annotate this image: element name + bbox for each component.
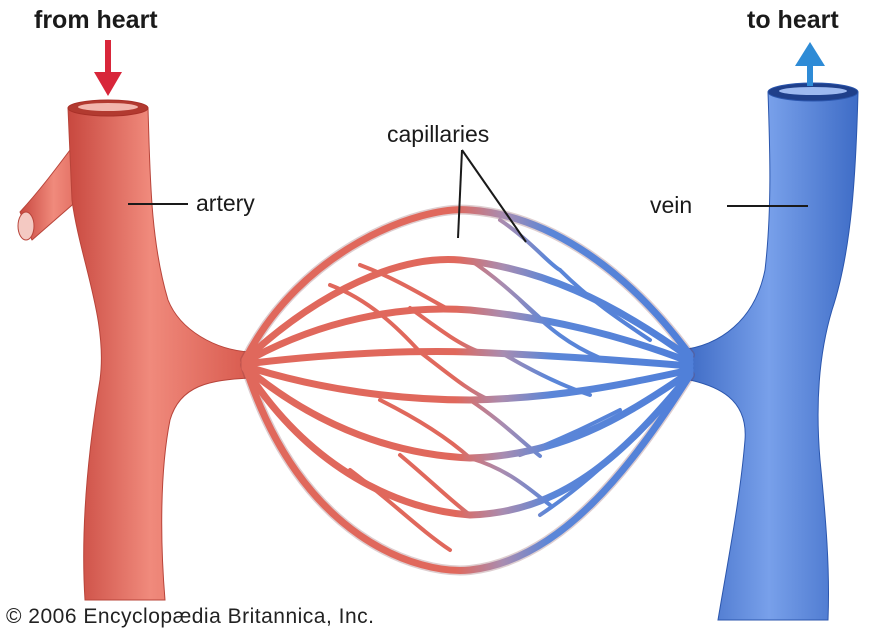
from-heart-label: from heart: [34, 8, 158, 33]
artery-trunk: [68, 108, 250, 600]
arrow-to-heart: [795, 42, 825, 86]
arrow-down-icon: [94, 72, 122, 96]
capillaries-leader-left: [458, 150, 462, 238]
to-heart-label: to heart: [747, 8, 839, 33]
arrow-up-icon: [795, 42, 825, 66]
capillaries-label: capillaries: [387, 123, 489, 146]
vein-vessel: [680, 83, 858, 620]
capillary-bottom: [245, 365, 690, 570]
artery-branch-opening: [18, 212, 34, 240]
capillary-4: [245, 366, 690, 400]
artery-vessel: [18, 100, 250, 600]
copyright-notice: © 2006 Encyclopædia Britannica, Inc.: [6, 606, 375, 627]
artery-label: artery: [196, 192, 255, 215]
capillaries-leader-right: [462, 150, 526, 242]
vein-trunk: [680, 92, 858, 620]
capillary-3: [245, 352, 690, 366]
arrow-from-heart: [94, 40, 122, 96]
capillary-network: [245, 210, 690, 571]
vein-label: vein: [650, 194, 692, 217]
